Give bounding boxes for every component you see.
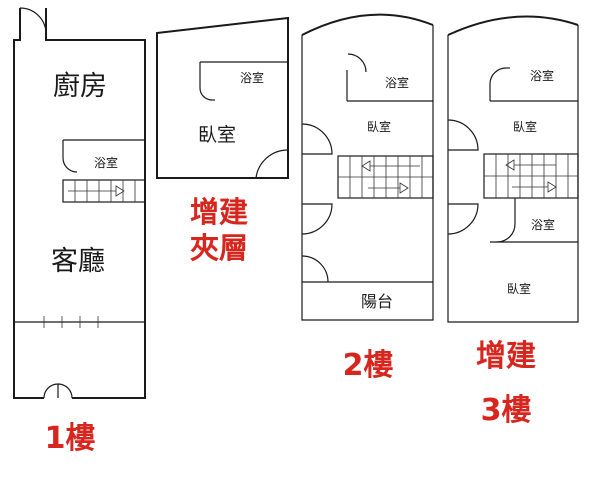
door-arc [301, 123, 333, 155]
room-bath: 浴室 [385, 75, 409, 90]
room-living: 客廳 [51, 246, 105, 277]
stair [483, 153, 579, 199]
room-kitchen: 廚房 [53, 71, 107, 102]
front-door-left [43, 383, 59, 399]
floor2-label: 2樓 [343, 348, 394, 383]
door-arc [255, 149, 289, 179]
door-arc [447, 119, 479, 151]
door-arc [301, 255, 329, 283]
floor3-label-line1: 增建 [476, 339, 536, 374]
room-bath: 浴室 [94, 155, 118, 170]
room-bedroom: 臥室 [367, 119, 391, 134]
floor3-label-line2: 3樓 [481, 393, 532, 428]
room-bedroom: 臥室 [507, 281, 531, 296]
mezzanine-label-line2: 夾層 [190, 231, 248, 265]
door-arc [19, 7, 47, 33]
floor1-label: 1樓 [45, 421, 96, 456]
floor1-plan: 廚房 浴室 客廳 [13, 7, 146, 399]
room-balcony: 陽台 [361, 292, 393, 311]
room-bath: 浴室 [240, 70, 264, 85]
stair [62, 179, 146, 203]
room-bedroom: 臥室 [513, 119, 537, 134]
mezzanine-plan: 浴室 臥室 [156, 16, 289, 179]
floor2-plan: 浴室 臥室 陽台 [301, 13, 434, 321]
room-bath: 浴室 [530, 68, 554, 83]
room-bedroom: 臥室 [198, 124, 236, 146]
mezzanine-label-line1: 增建 [190, 195, 248, 229]
room-bath: 浴室 [531, 217, 555, 232]
stair [337, 155, 434, 199]
floor3-plan: 浴室 臥室 浴室 臥室 [447, 15, 579, 323]
